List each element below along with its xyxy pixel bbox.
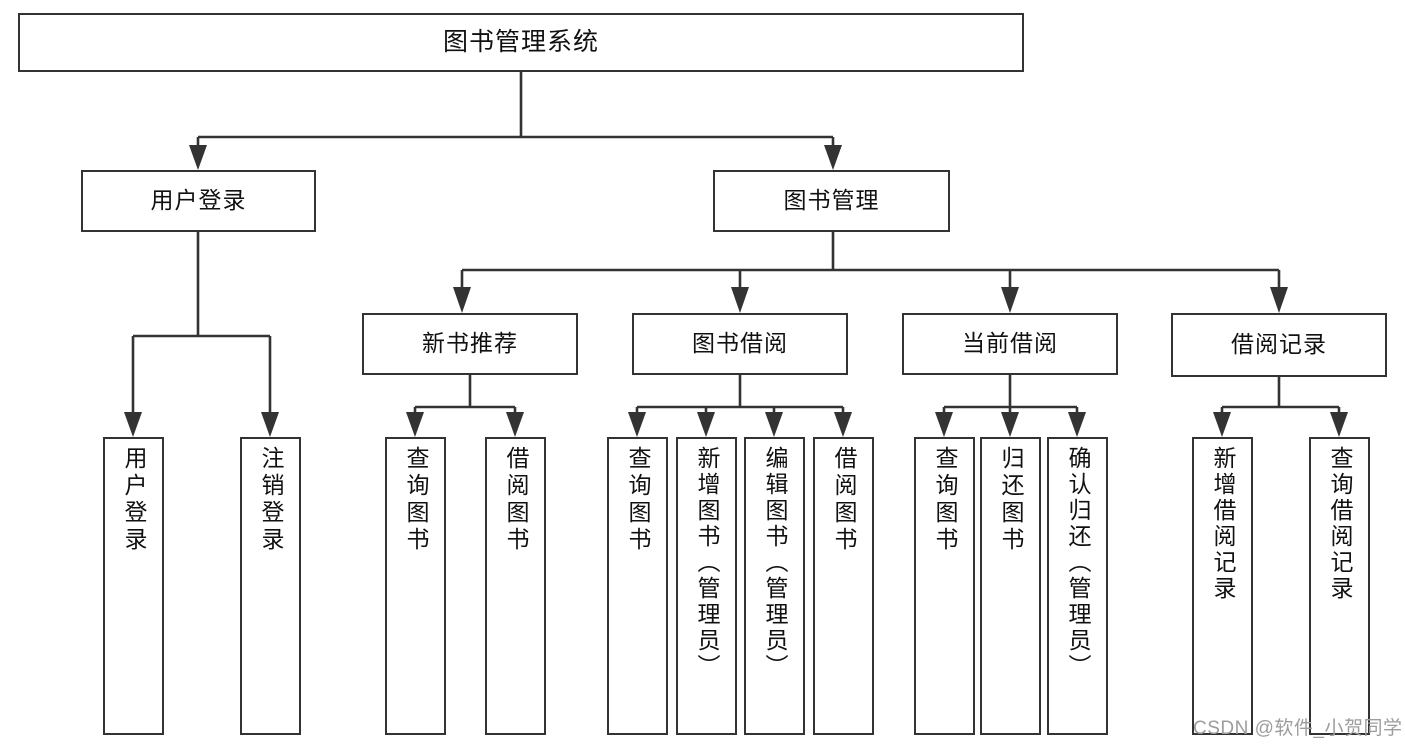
leaf-current-borrow-return-book[interactable]: 归还图书: [980, 437, 1041, 735]
leaf-borrow-record-query-record[interactable]: 查询借阅记录: [1309, 437, 1370, 735]
arrowhead-new-book: [453, 287, 471, 313]
node-label: 查询图书: [403, 446, 429, 554]
node-label: 用户登录: [121, 446, 147, 554]
node-label: 借阅图书: [831, 446, 857, 554]
leaf-book-borrow-borrow-book[interactable]: 借阅图书: [813, 437, 874, 735]
node-label: 查询图书: [625, 446, 651, 554]
node-label: 借阅图书: [503, 446, 529, 554]
arrowhead-user-login: [189, 145, 207, 170]
leaf-current-borrow-query-book[interactable]: 查询图书: [914, 437, 975, 735]
node-label: 新增借阅记录: [1210, 446, 1236, 602]
arrowhead-bb-leaf-3: [765, 412, 783, 437]
node-label: 确认归还（管理员）: [1065, 446, 1091, 680]
leaf-new-book-borrow-book[interactable]: 借阅图书: [485, 437, 546, 735]
leaf-user-login-logout[interactable]: 注销登录: [240, 437, 301, 735]
csdn-watermark: CSDN @软件_小贺同学: [1193, 718, 1403, 739]
node-book-management[interactable]: 图书管理: [713, 170, 950, 232]
leaf-borrow-record-add-record[interactable]: 新增借阅记录: [1192, 437, 1253, 735]
node-label: 借阅记录: [1231, 331, 1327, 358]
node-label: 新书推荐: [422, 330, 518, 357]
arrowhead-nb-leaf-2: [506, 412, 524, 437]
node-label: 新增图书（管理员）: [694, 446, 720, 680]
arrowhead-book-borrow: [731, 287, 749, 313]
arrowhead-br-leaf-2: [1330, 412, 1348, 437]
arrowhead-book-manage: [824, 145, 842, 170]
arrowhead-cb-leaf-3: [1068, 412, 1086, 437]
arrowhead-borrow-record: [1270, 287, 1288, 313]
node-label: 查询图书: [932, 446, 958, 554]
node-label: 查询借阅记录: [1327, 446, 1353, 602]
leaf-book-borrow-query-book[interactable]: 查询图书: [607, 437, 668, 735]
node-label: 图书管理: [783, 187, 880, 214]
arrowhead-ul-leaf-2: [261, 412, 279, 437]
leaf-user-login-login[interactable]: 用户登录: [103, 437, 164, 735]
arrowhead-bb-leaf-2: [697, 412, 715, 437]
arrowhead-cb-leaf-1: [935, 412, 953, 437]
arrowhead-nb-leaf-1: [406, 412, 424, 437]
arrowhead-bb-leaf-4: [834, 412, 852, 437]
node-root-book-management-system[interactable]: 图书管理系统: [18, 13, 1024, 72]
leaf-new-book-query-book[interactable]: 查询图书: [385, 437, 446, 735]
node-new-book-recommendation[interactable]: 新书推荐: [362, 313, 578, 375]
arrowhead-ul-leaf-1: [124, 412, 142, 437]
arrowhead-current-borrow: [1001, 287, 1019, 313]
node-label: 归还图书: [998, 446, 1024, 554]
node-label: 当前借阅: [962, 330, 1058, 357]
arrowhead-br-leaf-1: [1213, 412, 1231, 437]
leaf-book-borrow-add-book-admin[interactable]: 新增图书（管理员）: [676, 437, 737, 735]
node-label: 图书管理系统: [442, 27, 599, 56]
node-user-login[interactable]: 用户登录: [81, 170, 316, 232]
arrowhead-bb-leaf-1: [628, 412, 646, 437]
node-label: 用户登录: [150, 187, 247, 214]
leaf-current-borrow-confirm-return-admin[interactable]: 确认归还（管理员）: [1047, 437, 1108, 735]
node-label: 图书借阅: [692, 330, 788, 357]
node-borrowing-record[interactable]: 借阅记录: [1171, 313, 1387, 377]
node-current-borrowing[interactable]: 当前借阅: [902, 313, 1118, 375]
node-label: 编辑图书（管理员）: [762, 446, 788, 680]
arrowhead-cb-leaf-2: [1001, 412, 1019, 437]
leaf-book-borrow-edit-book-admin[interactable]: 编辑图书（管理员）: [744, 437, 805, 735]
node-book-borrowing[interactable]: 图书借阅: [632, 313, 848, 375]
node-label: 注销登录: [258, 446, 284, 554]
